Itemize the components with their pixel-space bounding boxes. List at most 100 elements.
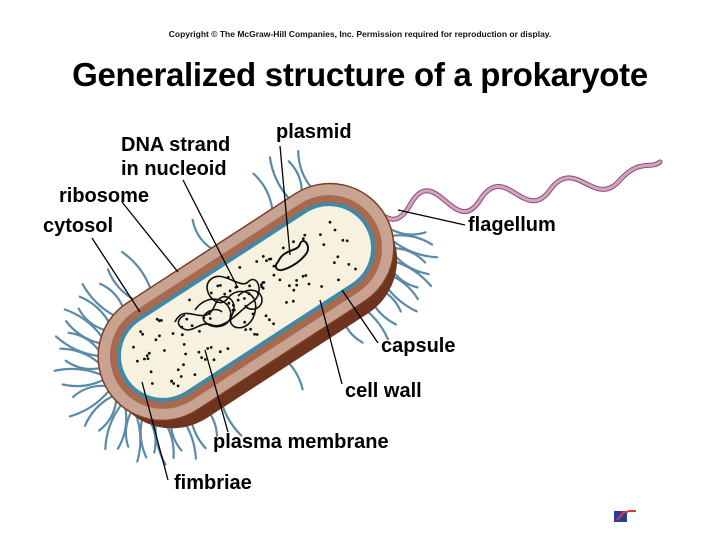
ribosome-dot — [328, 220, 332, 224]
ribosome-dot — [264, 314, 268, 318]
fimbria — [268, 156, 291, 200]
ribosome-dot — [253, 332, 256, 336]
fimbria — [78, 295, 111, 325]
ribosome-dot — [292, 288, 296, 292]
ribosome-dot — [208, 317, 212, 320]
ribosome-dot — [333, 228, 337, 232]
ribosome-dot — [285, 301, 288, 304]
ribosome-dot — [209, 346, 213, 349]
ribosome-dot — [244, 328, 248, 331]
fimbria — [68, 390, 110, 418]
ribosome-dot — [176, 384, 180, 388]
ribosome-dot — [139, 330, 143, 333]
ribosome-dot — [206, 347, 210, 350]
ribosome-dot — [333, 261, 336, 264]
fimbria — [53, 367, 102, 376]
ribosome-dot — [272, 264, 276, 268]
fimbria — [191, 218, 213, 250]
ribosome-dot — [307, 282, 311, 286]
ribosome-dot — [288, 284, 291, 288]
ribosome-dot — [243, 320, 247, 324]
ribosome-dot — [345, 239, 349, 243]
fimbria — [65, 320, 101, 345]
fimbria — [393, 247, 427, 264]
ribosome-dot — [151, 382, 154, 385]
copyright-notice: Copyright © The McGraw-Hill Companies, I… — [168, 29, 552, 39]
ribosome-dot — [158, 334, 161, 338]
fimbria — [81, 283, 117, 318]
ribosome-dot — [248, 284, 252, 288]
ribosome-dot — [337, 278, 340, 282]
ribosome-dot — [179, 375, 183, 378]
page-title: Generalized structure of a prokaryote — [72, 56, 648, 93]
ribosome-dot — [301, 274, 305, 278]
ribosome-dot — [320, 285, 323, 288]
label-cell-wall: cell wall — [345, 380, 422, 402]
ribosome-dot — [136, 359, 139, 363]
ribosome-dot — [190, 324, 194, 327]
ribosome-dot — [268, 318, 271, 322]
ribosome-dot — [163, 349, 166, 352]
dna-nucleoid — [174, 275, 263, 331]
fimbria — [77, 307, 107, 332]
fimbria — [392, 234, 434, 246]
ribosome-dots — [132, 220, 357, 388]
label-plasmid: plasmid — [276, 121, 352, 143]
ribosome-dot — [236, 298, 240, 302]
ribosome-dot — [158, 319, 161, 323]
ribosome-dot — [180, 333, 184, 337]
ribosome-dot — [301, 237, 305, 241]
publisher-logo-icon — [614, 510, 636, 522]
ribosome-dot — [291, 299, 295, 303]
ribosome-dot — [143, 357, 146, 361]
ribosome-dot — [227, 301, 231, 305]
ribosome-dot — [261, 286, 265, 290]
fimbria — [63, 308, 103, 338]
ribosome-dot — [209, 291, 213, 295]
ribosome-dot — [188, 298, 191, 302]
ribosome-dot — [336, 255, 340, 259]
ribosome-dot — [304, 274, 308, 277]
fimbria — [116, 408, 128, 450]
label-fimbriae: fimbriae — [174, 472, 252, 494]
ribosome-dot — [295, 279, 298, 282]
ribosome-dot — [255, 333, 259, 336]
ribosome-dot — [272, 273, 276, 277]
label-dna-strand: DNA strand — [121, 134, 231, 156]
ribosome-dot — [182, 343, 186, 346]
label-plasma-membrane: plasma membrane — [213, 431, 389, 453]
ribosome-dot — [200, 356, 204, 359]
ribosome-dot — [243, 297, 246, 300]
fimbria — [72, 384, 107, 398]
ribosome-dot — [269, 257, 273, 261]
ribosome-dot — [238, 266, 242, 269]
ribosome-dot — [292, 240, 295, 244]
ribosome-dot — [223, 292, 227, 296]
ribosome-dot — [176, 368, 180, 372]
ribosome-dot — [204, 358, 207, 361]
ribosome-dot — [319, 233, 322, 237]
flagellum — [342, 159, 663, 222]
ribosome-dot — [303, 233, 307, 237]
ribosome-dot — [322, 243, 326, 247]
leader-lines — [91, 145, 466, 481]
ribosome-dot — [182, 363, 185, 367]
ribosome-dot — [212, 358, 216, 362]
ribosome-dot — [197, 350, 201, 354]
fimbria — [390, 228, 427, 236]
fimbria — [392, 253, 430, 276]
ribosome-dot — [260, 283, 263, 287]
ribosome-dot — [170, 379, 173, 383]
label-cytosol: cytosol — [43, 215, 114, 237]
ribosome-dot — [265, 259, 268, 262]
ribosome-dot — [185, 317, 189, 321]
label-ribosome: ribosome — [59, 185, 150, 207]
label-in-nucleoid: in nucleoid — [121, 158, 227, 180]
ribosome-dot — [154, 338, 158, 342]
ribosome-dot — [228, 289, 232, 293]
ribosome-dot — [354, 267, 357, 271]
fimbria — [104, 404, 122, 450]
ribosome-dot — [249, 327, 253, 331]
ribosome-dot — [218, 350, 222, 354]
